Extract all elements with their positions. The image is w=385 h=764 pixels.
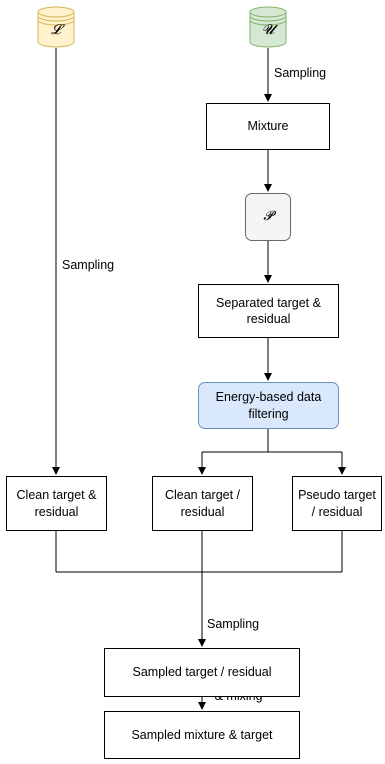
pseudo-target-node: Pseudo target / residual xyxy=(292,476,382,531)
unlabeled-database-icon xyxy=(249,6,287,48)
sampled-target-node: Sampled target / residual xyxy=(104,648,300,697)
separated-target-node: Separated target & residual xyxy=(198,284,339,338)
clean-left-node: Clean target & residual xyxy=(6,476,107,531)
labeled-set-symbol: 𝓛 xyxy=(50,22,62,38)
energy-filter-node: Energy-based data filtering xyxy=(198,382,339,429)
separator-node: 𝓟 xyxy=(245,193,291,241)
labeled-database-icon xyxy=(37,6,75,48)
edge-label-sampling-left: Sampling xyxy=(62,258,115,272)
final-mixture-node: Sampled mixture & target xyxy=(104,711,300,759)
edge-label-sampling-bottom: Sampling xyxy=(207,617,260,631)
mixture-node: Mixture xyxy=(206,103,330,150)
clean-mid-node: Clean target / residual xyxy=(152,476,253,531)
edge-label-sampling-top: Sampling xyxy=(274,66,327,80)
unlabeled-set-symbol: 𝓤 xyxy=(261,22,275,38)
